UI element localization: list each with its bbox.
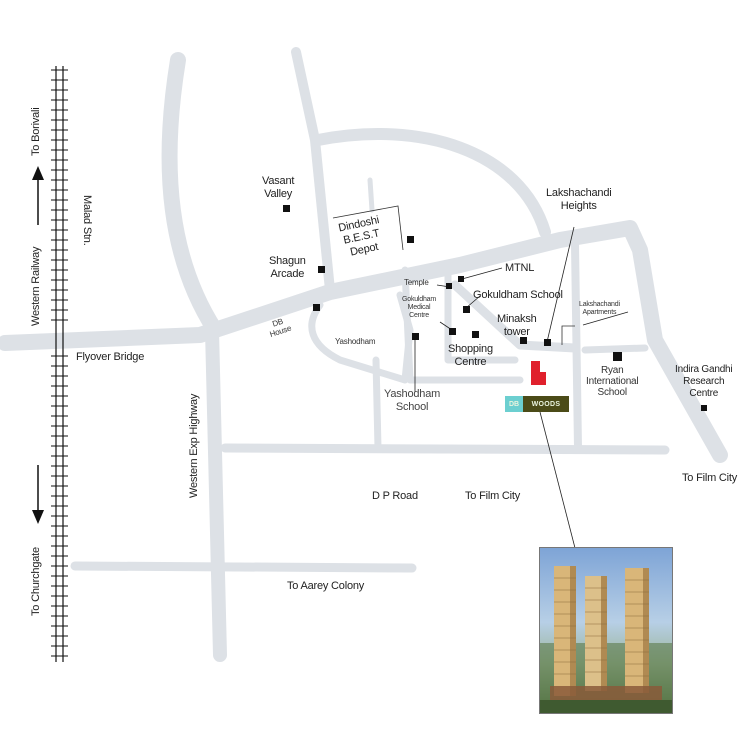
shagun-arcade-label: Shagun Arcade (269, 255, 306, 280)
minakshi-tower-label: Minaksh tower (497, 313, 537, 338)
marker-mtnl (458, 276, 464, 282)
arrow-down-icon (32, 465, 44, 524)
flyover-bridge-label: Flyover Bridge (76, 351, 145, 363)
aarey-colony-road (70, 561, 417, 573)
project-marker-icon (531, 361, 546, 385)
main-road (0, 220, 728, 463)
to-churchgate-label: To Churchgate (30, 547, 42, 616)
temple-label: Temple (404, 278, 429, 287)
gokuldham-school-label: Gokuldham School (473, 289, 563, 301)
marker-igrc (701, 405, 707, 411)
project-photo (539, 547, 673, 714)
marker-temple (446, 283, 452, 289)
malad-station-label: Malad Stn. (81, 195, 93, 246)
western-exp-highway-label: Western Exp Highway (188, 393, 200, 498)
gokuldham-road-2 (444, 264, 519, 364)
yashodham-loop (308, 291, 414, 384)
dp-road (220, 443, 670, 455)
marker-shagun-arcade (318, 266, 325, 273)
depot-boundary (332, 205, 404, 251)
logo-right-block: WOODS (523, 396, 569, 412)
railway-sleepers (51, 69, 68, 657)
leader-lines (414, 226, 629, 549)
landmark-markers (283, 205, 707, 411)
gokuldham-medical-centre-label: Gokuldham Medical Centre (402, 296, 436, 319)
curved-road-west (161, 52, 223, 338)
tower-illustration (540, 566, 672, 713)
indira-gandhi-research-centre-label: Indira Gandhi Research Centre (675, 364, 733, 399)
ryan-international-school-label: Ryan International School (586, 365, 639, 398)
arc-road (312, 128, 551, 238)
gokuldham-east (571, 241, 582, 452)
marker-db-house (313, 304, 320, 311)
arrow-up-icon (32, 166, 44, 225)
to-borivali-label: To Borivali (30, 107, 42, 156)
yashodham-school-label: Yashodham School (384, 388, 441, 413)
marker-dindoshi-depot (407, 236, 414, 243)
marker-gokuldham-school (463, 306, 470, 313)
gokuldham-road-1 (401, 266, 524, 384)
marker-yashodham-school (412, 333, 419, 340)
railway-track (55, 66, 64, 662)
marker-lakshachandi-heights (544, 339, 551, 346)
yashodham-label: Yashodham (335, 337, 376, 346)
marker-minakshi-tower (520, 337, 527, 344)
project-logo: DB WOODS (505, 396, 569, 412)
marker-vasant-valley (283, 205, 290, 212)
shopping-centre-label: Shopping Centre (448, 343, 493, 368)
road-to-dp (372, 356, 382, 452)
to-film-city-label-2: To Film City (465, 490, 521, 502)
gokuldham-diagonal (450, 280, 580, 353)
lakshachandi-heights-label: Lakshachandi Heights (546, 187, 612, 212)
logo-left-block: DB (505, 396, 523, 412)
lakshachandi-apartments-label: Lakshachandi Apartments (579, 301, 620, 316)
marker-medical-centre (449, 328, 456, 335)
to-aarey-colony-label: To Aarey Colony (287, 580, 365, 592)
lakshachandi-apts-boundary (561, 325, 575, 345)
marker-shopping-centre (472, 331, 479, 338)
to-film-city-label-1: To Film City (682, 472, 738, 484)
mtnl-label: MTNL (505, 262, 535, 274)
western-exp-highway (205, 323, 227, 662)
ryan-loop (581, 344, 649, 354)
western-railway-label: Western Railway (30, 246, 42, 326)
depot-access (367, 177, 375, 213)
vasant-valley-label: Vasant Valley (262, 175, 295, 200)
roads (0, 47, 728, 662)
marker-ryan-school (613, 352, 622, 361)
dp-road-label: D P Road (372, 490, 418, 502)
